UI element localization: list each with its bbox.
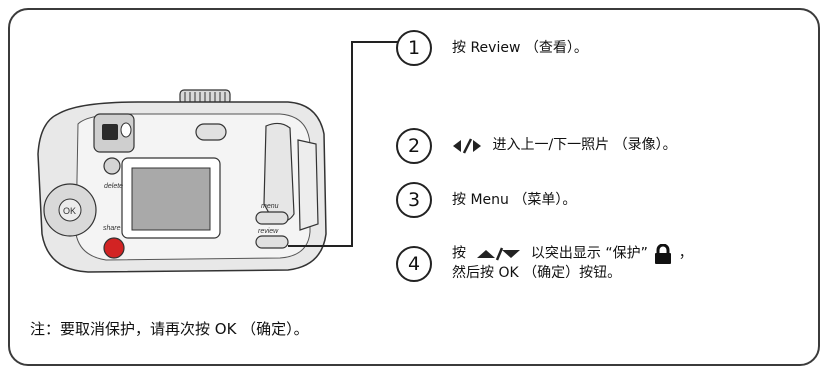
camera-illustration: delete OK share menu review <box>37 89 327 273</box>
delete-label: delete <box>104 183 123 190</box>
page-frame <box>8 8 820 366</box>
step-number: 1 <box>396 30 432 66</box>
step-text: 按 Review （查看）。 <box>452 39 588 56</box>
review-label: review <box>258 228 279 235</box>
share-label: share <box>103 225 121 232</box>
up-down-arrows-icon <box>477 247 521 261</box>
step-1: 1 按 Review （查看）。 <box>396 30 588 66</box>
step-text: 按 Menu （菜单）。 <box>452 191 577 208</box>
left-right-arrows-icon <box>453 138 481 154</box>
step-number: 3 <box>396 182 432 218</box>
lock-icon <box>655 244 672 264</box>
menu-label: menu <box>261 203 279 210</box>
step-3: 3 按 Menu （菜单）。 <box>396 182 576 218</box>
note-text: 注：要取消保护，请再次按 OK （确定）。 <box>30 320 309 338</box>
step-text-suffix: 以突出显示 “保护” <box>530 245 648 262</box>
step-number: 2 <box>396 128 432 164</box>
step-2: 2 进入上一/下一照片 （录像）。 <box>396 128 677 164</box>
step-number: 4 <box>396 245 432 282</box>
step-text-line2: 然后按 OK （确定）按钮。 <box>452 265 622 281</box>
step-text-end: ， <box>678 245 693 262</box>
ok-label: OK <box>63 206 76 216</box>
step-text: 进入上一/下一照片 （录像）。 <box>492 137 677 154</box>
step-4: 4 按 以突出显示 “保护” ， 然后按 OK （确定）按钮。 <box>396 244 693 283</box>
step-text-prefix: 按 <box>452 245 466 262</box>
